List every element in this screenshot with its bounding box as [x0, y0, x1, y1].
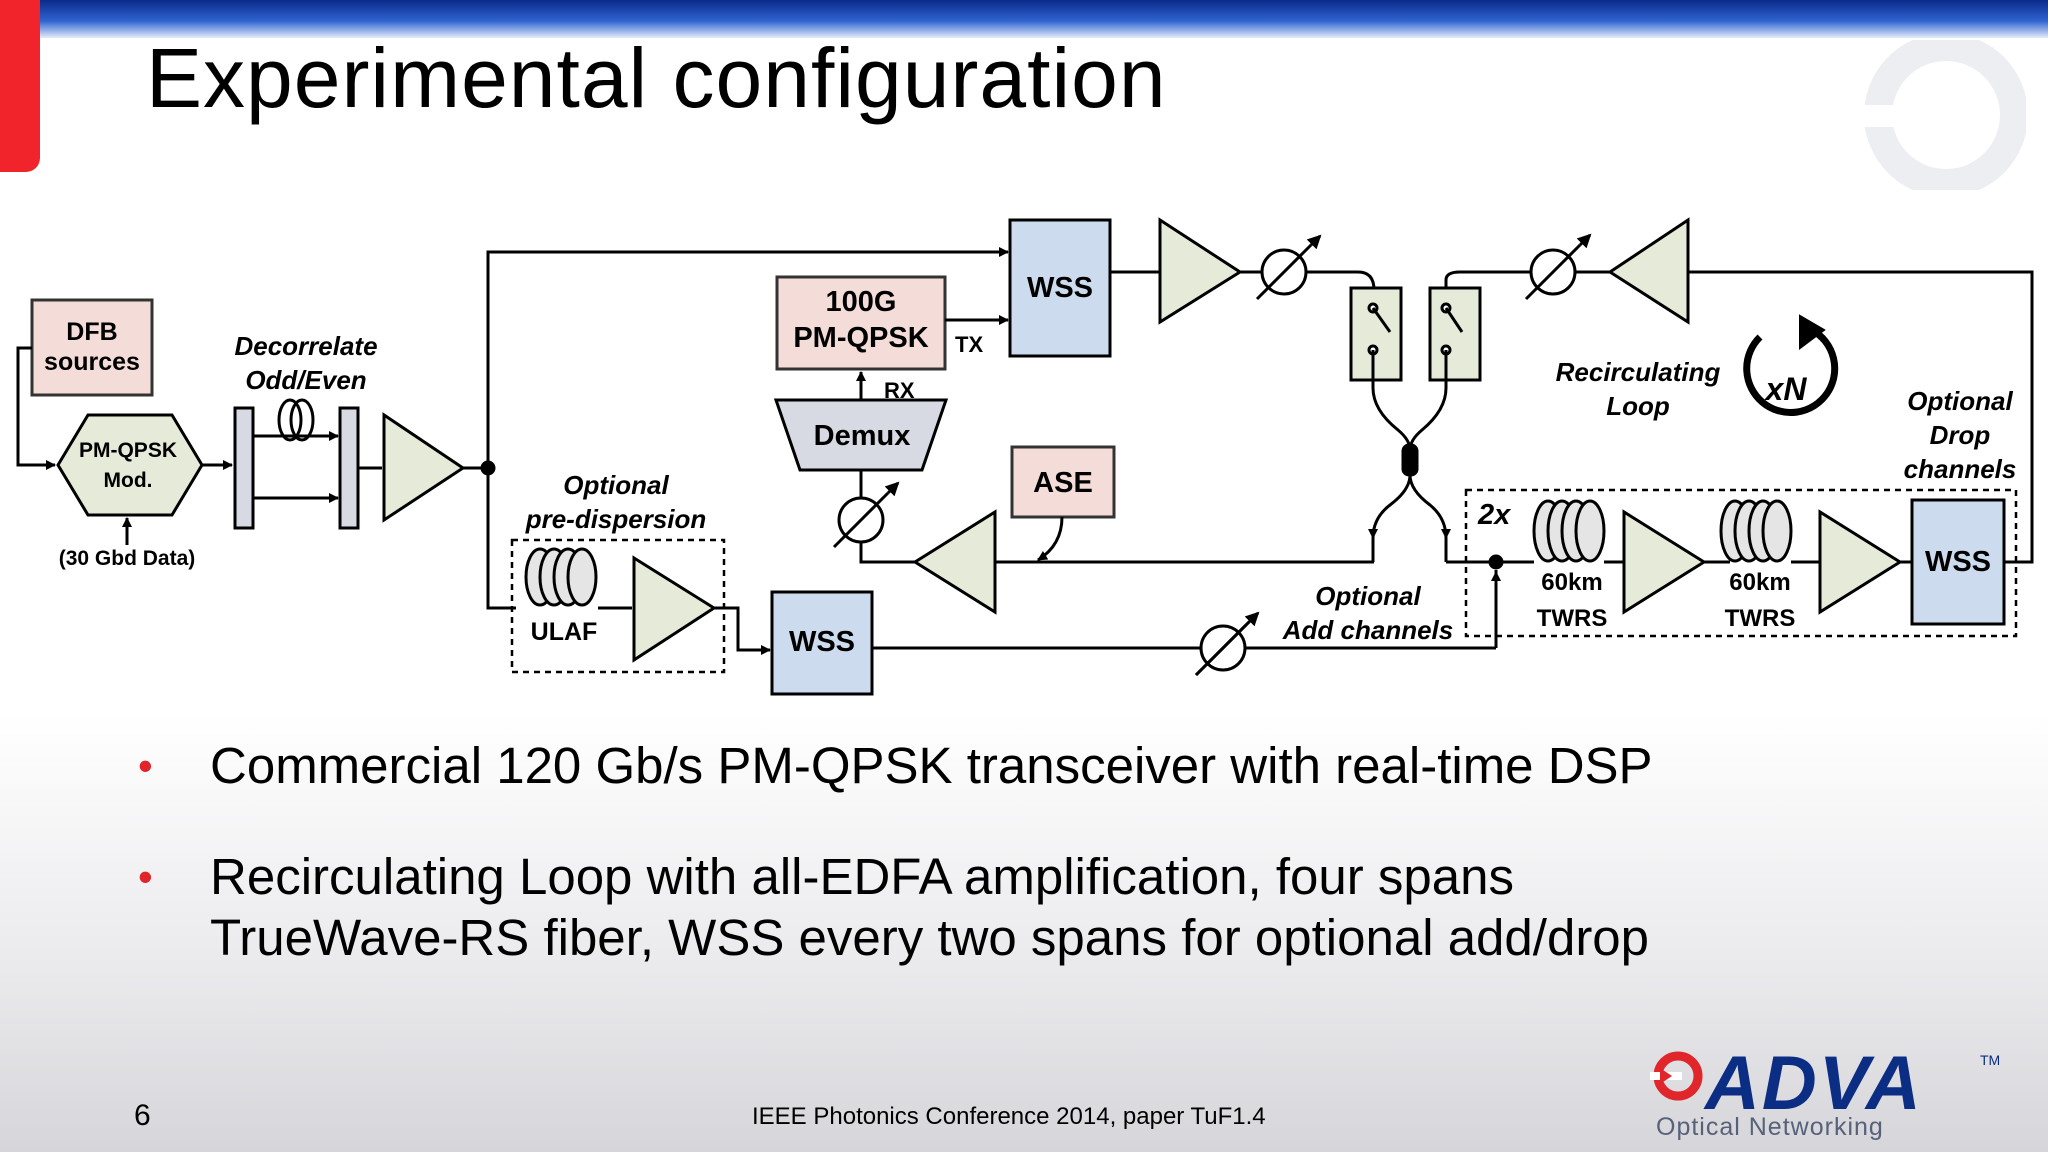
- decorrelate-label-line2: Odd/Even: [245, 365, 366, 395]
- bullet-dot-icon: •: [138, 853, 153, 900]
- drop-label-line2: Drop: [1930, 420, 1991, 450]
- wss-loop-block: [1910, 498, 2006, 626]
- amplifier-drop: [912, 509, 997, 615]
- loop-switch-1: [1349, 286, 1403, 382]
- bullet-text-line2: TrueWave-RS fiber, WSS every two spans f…: [210, 909, 1650, 966]
- slide-title: Experimental configuration: [146, 31, 1167, 125]
- ase-source-box: [1010, 445, 1116, 519]
- rx-label: RX: [884, 378, 915, 403]
- amplifier-booster: [382, 412, 466, 523]
- adva-logo-word: ADVA: [1705, 1041, 1923, 1126]
- bullet-text: Commercial 120 Gb/s PM-QPSK transceiver …: [210, 737, 1653, 794]
- transceiver-box: [775, 275, 947, 371]
- demux-block: [773, 398, 949, 472]
- wss-top-block: [1008, 218, 1112, 358]
- decorrelator-splitter: [233, 406, 255, 530]
- repeat-label: 2x: [1477, 499, 1512, 531]
- loop-label-line1: Recirculating: [1556, 357, 1721, 387]
- mod-label-line2: Mod.: [104, 469, 153, 492]
- demux-label: Demux: [814, 420, 911, 452]
- span2-length-label: 60km: [1729, 569, 1790, 596]
- transceiver-label-line2: PM-QPSK: [793, 322, 928, 354]
- bullet-list: • Commercial 120 Gb/s PM-QPSK transceive…: [130, 735, 2010, 1018]
- mod-label-line1: PM-QPSK: [79, 439, 177, 462]
- bullet-item: • Commercial 120 Gb/s PM-QPSK transceive…: [130, 735, 2010, 796]
- predispersion-label-line1: Optional: [563, 470, 669, 500]
- header-bar: [0, 0, 2048, 38]
- transceiver-label-line1: 100G: [826, 286, 897, 318]
- loop-switch-2: [1428, 286, 1482, 382]
- tx-label: TX: [955, 332, 983, 357]
- span-repeat-box: [1464, 488, 2018, 638]
- loop-repeat-icon: [1743, 314, 1839, 417]
- span1-fiber-label: TWRS: [1537, 605, 1608, 632]
- experimental-setup-diagram: DFB sources PM-QPSK Mod. (30 Gbd Data) D…: [16, 217, 2034, 696]
- wss-top-label: WSS: [1027, 272, 1093, 304]
- bullet-text-line1: Recirculating Loop with all-EDFA amplifi…: [210, 848, 1514, 905]
- amplifier-span-2: [1818, 509, 1903, 615]
- amplifier-loop-out: [1607, 217, 1690, 325]
- footer-reference: IEEE Photonics Conference 2014, paper Tu…: [752, 1103, 1266, 1130]
- span2-fiber-label: TWRS: [1725, 605, 1796, 632]
- adva-logo-mark-icon: [1650, 1051, 1703, 1101]
- bullet-text: Recirculating Loop with all-EDFA amplifi…: [210, 846, 2010, 968]
- dfb-label-line2: sources: [44, 348, 140, 376]
- xn-label: xN: [1764, 371, 1808, 407]
- data-rate-label: (30 Gbd Data): [59, 547, 196, 570]
- dfb-sources-box: [30, 298, 154, 397]
- dfb-label-line1: DFB: [66, 318, 117, 346]
- page-number: 6: [134, 1099, 151, 1132]
- adva-logo-tagline: Optical Networking: [1656, 1113, 1884, 1141]
- adva-logo-tm: TM: [1980, 1052, 2001, 1068]
- decorrelator-combiner: [338, 406, 360, 530]
- adva-watermark-icon: [1856, 40, 2026, 190]
- amplifier-span-1: [1622, 509, 1707, 615]
- amplifier-loop-in: [1158, 217, 1243, 325]
- span1-length-label: 60km: [1541, 569, 1602, 596]
- wss-loop-label: WSS: [1925, 546, 1991, 578]
- bullet-dot-icon: •: [138, 742, 153, 789]
- add-label-line1: Optional: [1315, 581, 1421, 611]
- delay-fiber-coil-icon: [277, 398, 303, 442]
- drop-label-line1: Optional: [1907, 386, 2013, 416]
- bullet-item: • Recirculating Loop with all-EDFA ampli…: [130, 846, 2010, 968]
- ulaf-label: ULAF: [531, 618, 598, 646]
- add-label-line2: Add channels: [1282, 615, 1453, 645]
- amplifier-predispersion: [632, 555, 717, 663]
- accent-tab: [0, 0, 40, 172]
- predispersion-label-line2: pre-dispersion: [525, 504, 707, 534]
- ase-label: ASE: [1033, 467, 1093, 499]
- drop-label-line3: channels: [1904, 454, 2017, 484]
- decorrelate-label-line1: Decorrelate: [234, 331, 377, 361]
- loop-coupler: [1401, 443, 1419, 477]
- pmqpsk-modulator: [56, 413, 204, 517]
- predispersion-box: [510, 538, 726, 674]
- wss-add-block: [770, 590, 874, 696]
- wss-add-label: WSS: [789, 626, 855, 658]
- loop-label-line2: Loop: [1606, 391, 1670, 421]
